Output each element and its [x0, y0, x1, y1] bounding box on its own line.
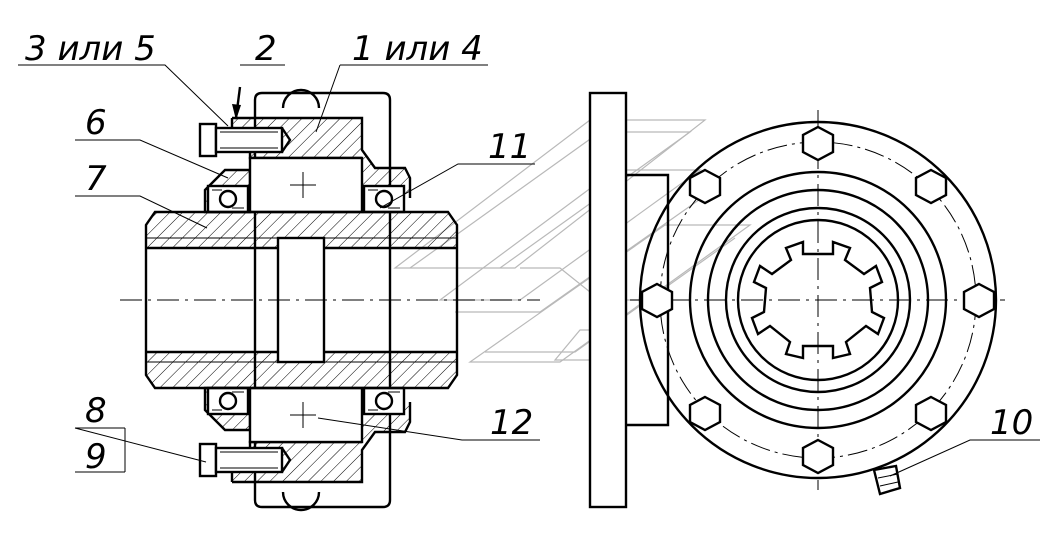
grease-fitting	[872, 464, 902, 496]
leader-lines	[18, 64, 1040, 477]
label-10: 10	[990, 403, 1033, 443]
hex-bolt-tl	[688, 168, 722, 205]
label-8: 8	[85, 391, 107, 431]
label-1-or-4: 1 или 4	[352, 29, 483, 69]
face-view	[630, 110, 1005, 496]
section-view	[120, 88, 540, 512]
label-11: 11	[488, 127, 531, 167]
label-2: 2	[255, 29, 277, 69]
hex-bolt-tr	[914, 168, 948, 205]
hex-bolt-bottom	[801, 438, 835, 475]
hex-bolt-right	[962, 282, 996, 319]
label-3-or-5: 3 или 5	[25, 29, 156, 69]
label-7: 7	[85, 159, 107, 199]
callout-labels: 3 или 5 2 1 или 4 6 7 11 8 9 12 10	[25, 29, 1033, 477]
label-6: 6	[85, 103, 107, 143]
hex-bolt-br	[914, 395, 948, 432]
hex-bolt-left	[640, 282, 674, 319]
label-12: 12	[490, 403, 533, 443]
label-9: 9	[85, 437, 107, 477]
hex-bolt-bl	[688, 395, 722, 432]
hex-bolt-top	[801, 125, 835, 162]
side-profile	[588, 91, 670, 509]
